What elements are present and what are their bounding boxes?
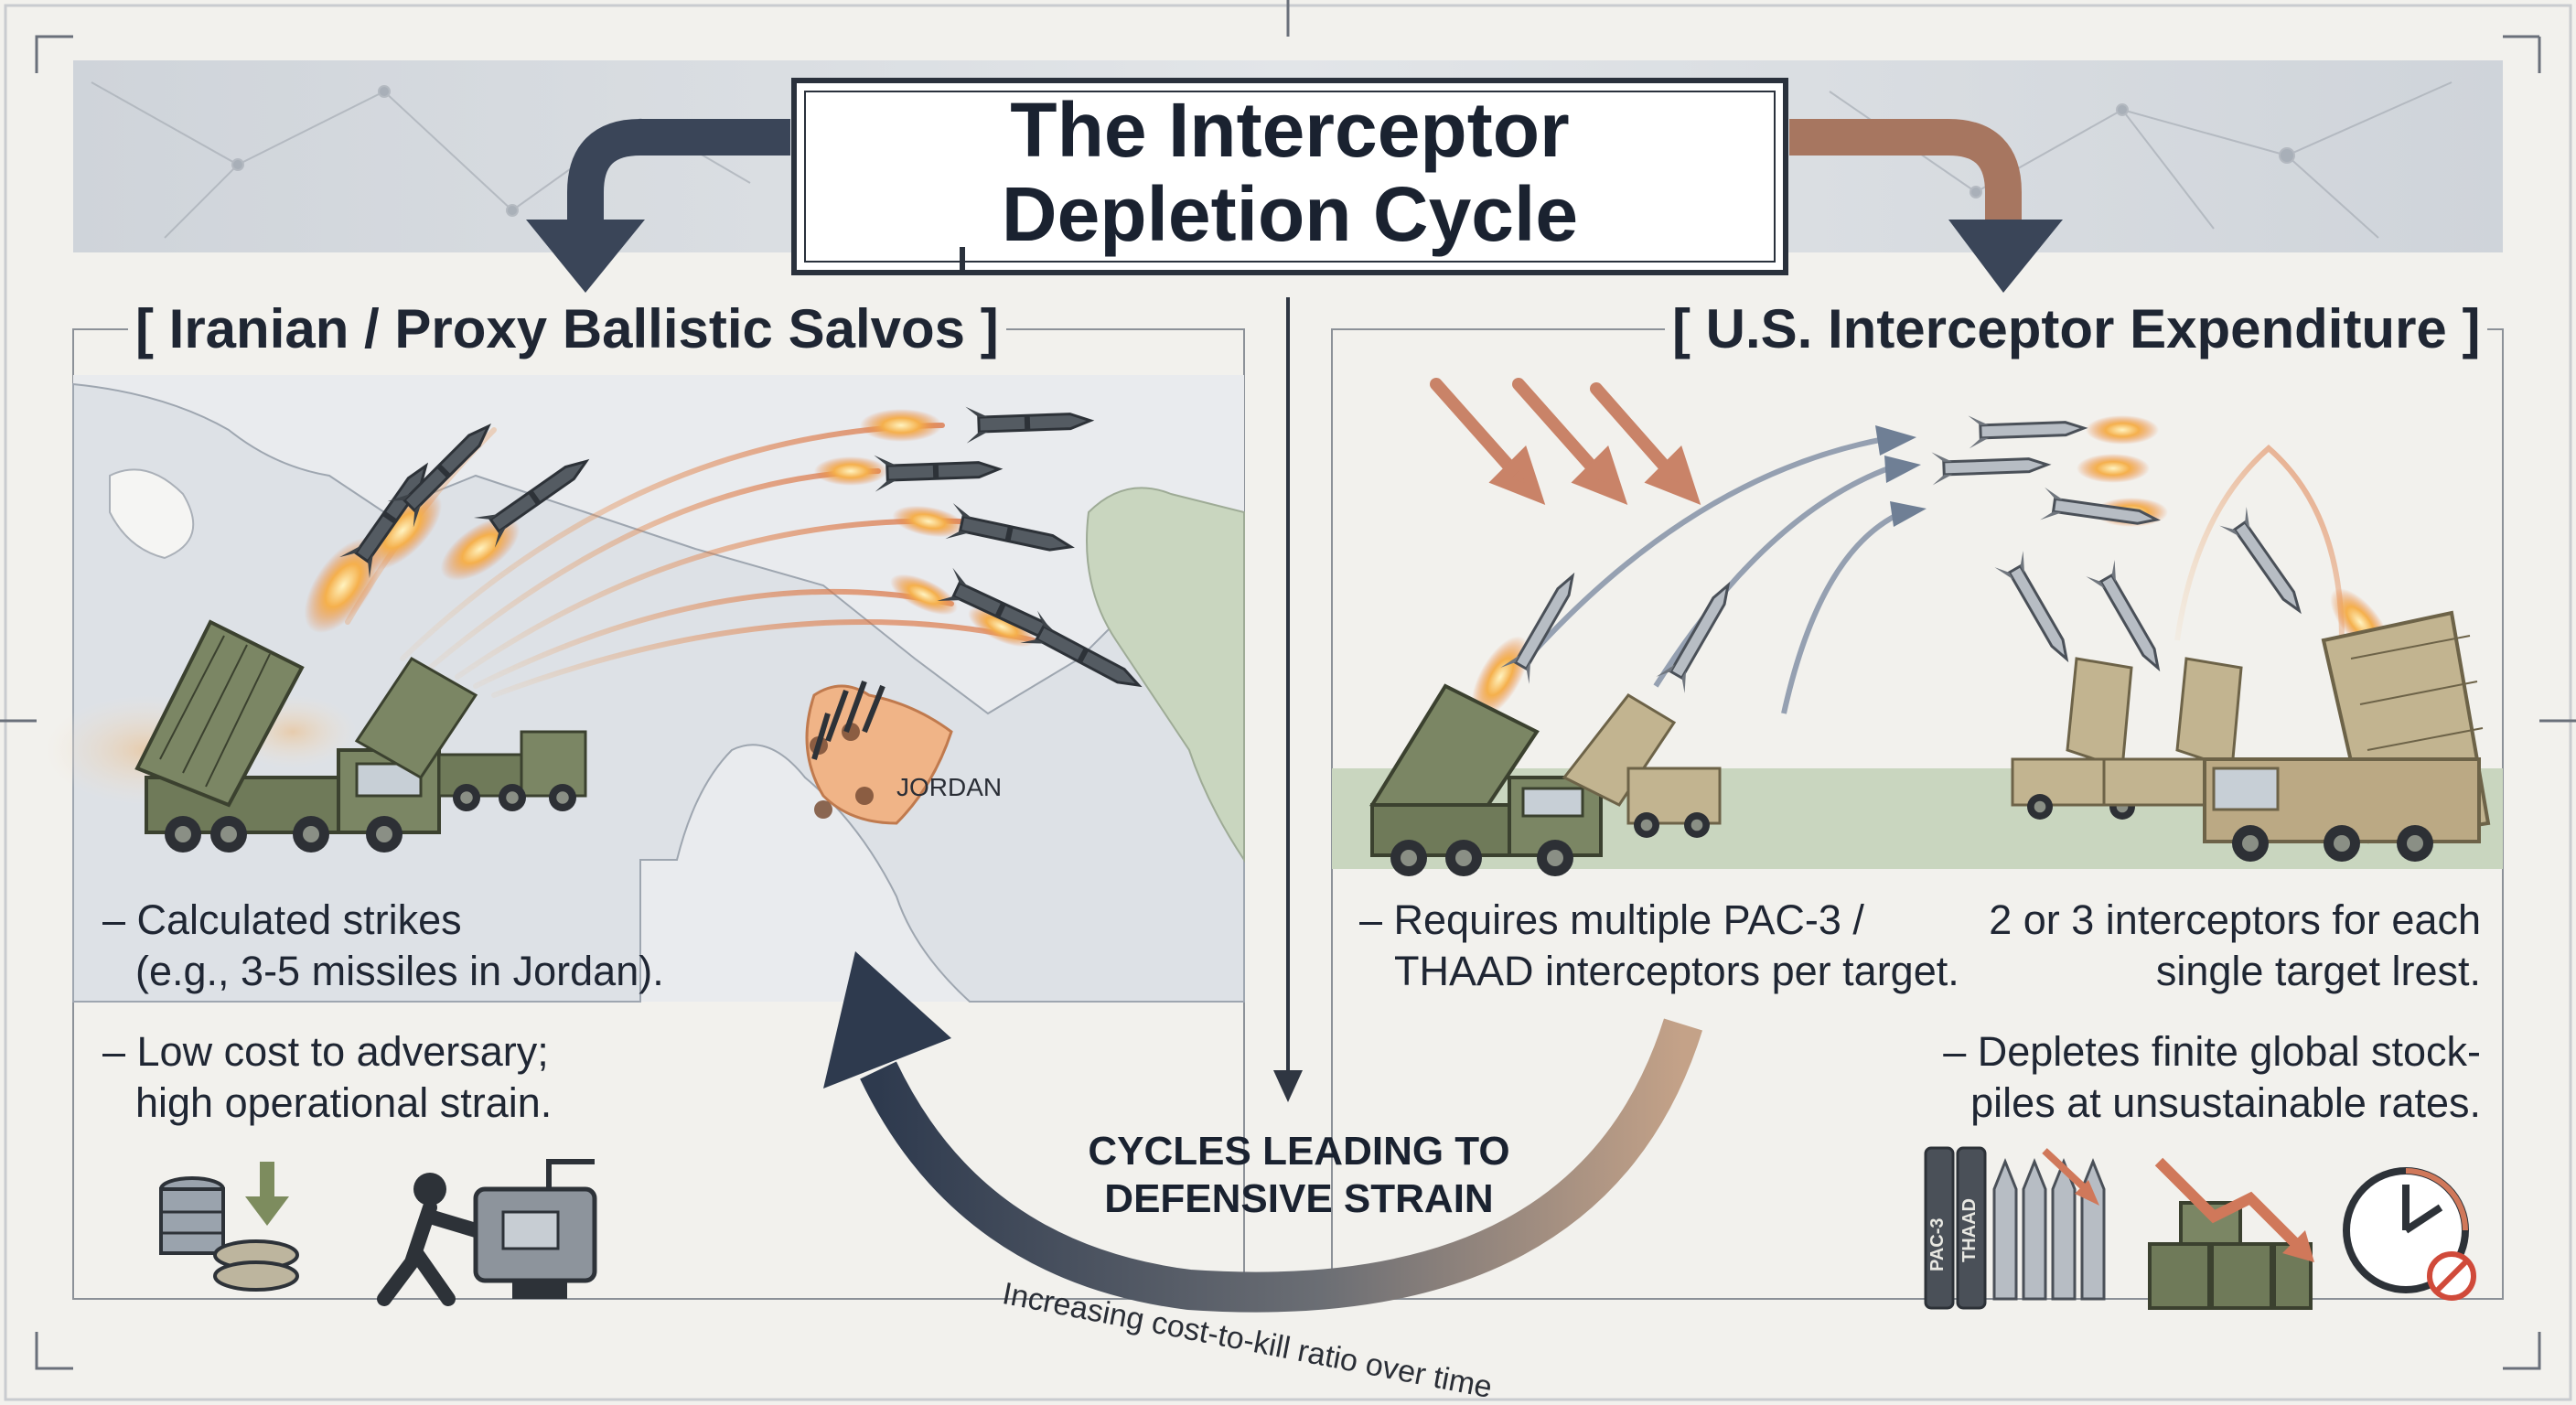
pac3-label: PAC-3 bbox=[1927, 1217, 1948, 1271]
page-title-line1: The Interceptor bbox=[1010, 87, 1570, 173]
coins-icon-art bbox=[159, 1162, 299, 1292]
right-bullet-1-line2: THAAD interceptors per target. bbox=[1394, 948, 1959, 994]
cycle-label-line1: CYCLES LEADING TO bbox=[1088, 1129, 1510, 1174]
jordan-region bbox=[805, 684, 953, 825]
left-bullet-1-line1: – Calculated strikes bbox=[102, 896, 462, 943]
right-bullet-3-line2: piles at unsustainable rates. bbox=[1970, 1079, 2481, 1126]
right-bullet-2-line2: single target lrest. bbox=[2155, 948, 2481, 994]
thaad-label: THAAD bbox=[1959, 1198, 1980, 1262]
left-bullet-2-line1: – Low cost to adversary; bbox=[102, 1028, 549, 1075]
left-bullet-1-line2: (e.g., 3-5 missiles in Jordan). bbox=[135, 948, 664, 994]
right-bullet-3-line1: – Depletes finite global stock- bbox=[1943, 1028, 2481, 1075]
right-section-heading: [ U.S. Interceptor Expenditure ] bbox=[1665, 297, 2488, 361]
left-bullet-2-line2: high operational strain. bbox=[135, 1079, 553, 1126]
thaad-launchers bbox=[2011, 610, 2491, 862]
left-section-heading: [ Iranian / Proxy Ballistic Salvos ] bbox=[128, 297, 1006, 361]
operator-icon-art bbox=[377, 1159, 597, 1306]
canisters-art bbox=[1924, 1146, 2106, 1310]
right-bullet-1-line1: – Requires multiple PAC-3 / bbox=[1359, 896, 1864, 943]
clock-art bbox=[2343, 1167, 2476, 1301]
right-bullet-2-line1: 2 or 3 interceptors for each bbox=[1989, 896, 2481, 943]
pac3-launcher bbox=[1369, 683, 1722, 876]
map-label-jordan: JORDAN bbox=[896, 773, 1003, 801]
page-title-line2: Depletion Cycle bbox=[1001, 171, 1579, 257]
crates-art bbox=[2148, 1157, 2314, 1310]
left-launcher-second bbox=[354, 657, 587, 811]
cycle-label-line2: DEFENSIVE STRAIN bbox=[1104, 1176, 1494, 1221]
